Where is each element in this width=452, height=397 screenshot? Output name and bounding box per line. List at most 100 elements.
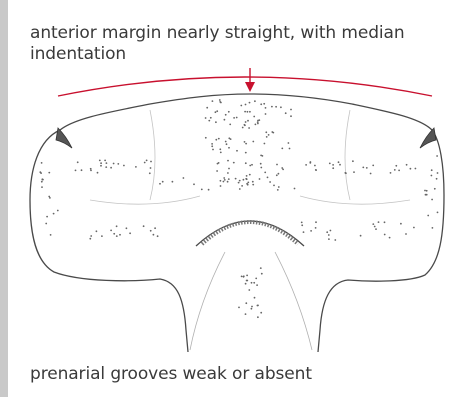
- pore-dot: [41, 181, 43, 183]
- pore-dot: [77, 161, 79, 163]
- pore-dot: [254, 297, 256, 299]
- pore-dot: [243, 179, 245, 181]
- pore-dot: [150, 167, 152, 169]
- pore-dot: [220, 152, 222, 154]
- pore-dot: [81, 169, 83, 171]
- pore-dot: [106, 162, 108, 164]
- pore-dot: [251, 306, 253, 308]
- pore-dot: [405, 233, 407, 235]
- pore-dot: [153, 234, 155, 236]
- pore-dot: [236, 117, 238, 119]
- pore-dot: [437, 212, 439, 214]
- pore-dot: [338, 161, 340, 163]
- pore-dot: [315, 221, 317, 223]
- pore-dot: [53, 213, 55, 215]
- pore-dot: [257, 305, 259, 307]
- bottom-annotation: prenarial grooves weak or absent: [30, 364, 430, 385]
- pore-dot: [281, 167, 283, 169]
- pore-dot: [150, 230, 152, 232]
- pore-dot: [210, 117, 212, 119]
- pore-dot: [113, 233, 115, 235]
- pore-dot: [303, 231, 305, 233]
- pore-dot: [227, 160, 229, 162]
- pore-dot: [294, 188, 296, 190]
- pore-dot: [252, 141, 254, 143]
- pore-dot: [235, 178, 237, 180]
- pore-dot: [57, 210, 59, 212]
- pore-dot: [242, 127, 244, 129]
- pore-dot: [245, 152, 247, 154]
- pore-dot: [216, 170, 218, 172]
- pore-dot: [251, 164, 253, 166]
- pore-dot: [366, 167, 368, 169]
- pore-dot: [267, 177, 269, 179]
- pore-dot: [257, 123, 259, 125]
- pore-dot: [276, 164, 278, 166]
- pore-dot: [205, 117, 207, 119]
- pore-dot: [252, 184, 254, 186]
- pore-dot: [362, 167, 364, 169]
- indentation-arrow-head: [245, 82, 255, 92]
- pore-dot: [228, 147, 230, 149]
- pore-dot: [247, 111, 249, 113]
- pore-dot: [245, 104, 247, 106]
- pore-dot: [224, 179, 226, 181]
- pore-dot: [344, 172, 346, 174]
- pore-dot: [253, 282, 255, 284]
- pore-dot: [245, 178, 247, 180]
- pore-dot: [326, 231, 328, 233]
- pore-dot: [110, 167, 112, 169]
- pore-dot: [89, 238, 91, 240]
- pore-dot: [431, 199, 433, 201]
- pore-dot: [208, 120, 210, 122]
- inner-head-lines: [90, 110, 410, 204]
- pore-dot: [225, 114, 227, 116]
- pore-dot: [436, 155, 438, 157]
- pore-dot: [384, 221, 386, 223]
- pore-dot: [41, 179, 43, 181]
- pore-dot: [276, 174, 278, 176]
- body-line-right: [275, 252, 312, 350]
- pore-dot: [260, 163, 262, 165]
- pore-dot: [116, 225, 118, 227]
- pore-dot: [305, 164, 307, 166]
- pore-dot: [162, 181, 164, 183]
- right-eye: [420, 128, 436, 148]
- pore-dot: [394, 169, 396, 171]
- pore-dot: [90, 168, 92, 170]
- pore-dot: [223, 181, 225, 183]
- pore-dot: [205, 137, 207, 139]
- pore-dot: [143, 225, 145, 227]
- pore-dot: [251, 308, 253, 310]
- pore-dot: [46, 216, 48, 218]
- pore-dot: [301, 224, 303, 226]
- pore-dot: [395, 165, 397, 167]
- pore-dot: [208, 189, 210, 191]
- pore-dot: [100, 165, 102, 167]
- pore-dot: [330, 230, 332, 232]
- pore-dot: [224, 119, 226, 121]
- pore-dot: [228, 111, 230, 113]
- pore-dot: [246, 175, 248, 177]
- pore-dot: [260, 312, 262, 314]
- pore-dot: [254, 100, 256, 102]
- pore-dot: [228, 168, 230, 170]
- pore-dot: [275, 106, 277, 108]
- pore-dot: [126, 227, 128, 229]
- pore-dot: [265, 131, 267, 133]
- pore-dot: [398, 170, 400, 172]
- pore-dot: [431, 169, 433, 171]
- pore-dot: [48, 196, 50, 198]
- pore-dot: [425, 194, 427, 196]
- pore-dot: [240, 105, 242, 107]
- pore-dot: [374, 226, 376, 228]
- pore-dot: [271, 131, 273, 133]
- pore-dot: [246, 275, 248, 277]
- pore-dot: [211, 145, 213, 147]
- pore-dot: [219, 101, 221, 103]
- pore-dot: [266, 136, 268, 138]
- pore-dot: [262, 155, 264, 157]
- pore-dot: [260, 267, 262, 269]
- pore-dot: [277, 189, 279, 191]
- pore-dot: [249, 165, 251, 167]
